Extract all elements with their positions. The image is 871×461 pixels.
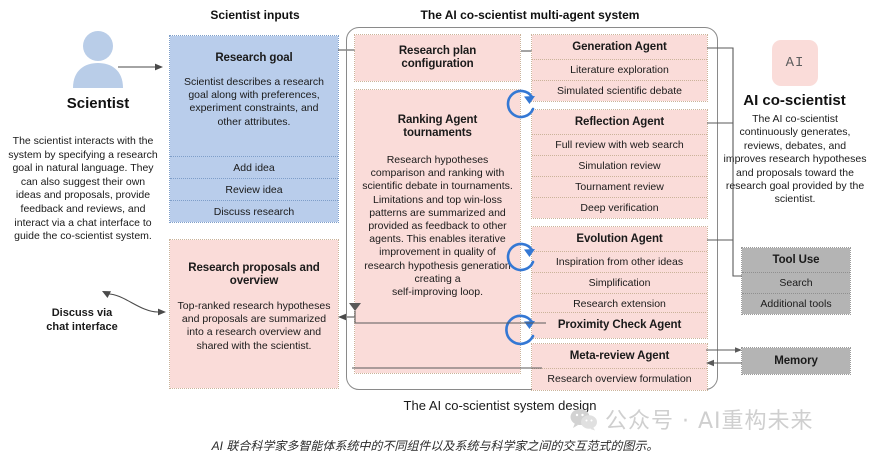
agent-reflection-item-3[interactable]: Deep verification — [532, 197, 707, 218]
research-goal-title: Research goal — [215, 52, 293, 64]
system-title: The AI co-scientist multi-agent system — [420, 8, 640, 22]
system-bottom-rail — [352, 364, 542, 372]
agent-reflection-item-0[interactable]: Full review with web search — [532, 134, 707, 155]
wechat-watermark: 公众号 · AI重构未来 — [570, 403, 814, 435]
agent-meta-review-box[interactable]: Meta-review Agent Research overview form… — [531, 343, 708, 391]
ai-co-scientist-description: The AI co-scientist continuously generat… — [723, 113, 867, 206]
agent-reflection-item-2[interactable]: Tournament review — [532, 176, 707, 197]
ranking-agent-title: Ranking Agent tournaments — [397, 114, 478, 139]
agent-proximity-check-box[interactable]: Proximity Check Agent — [531, 312, 708, 339]
research-proposals-title: Research proposals and overview — [188, 262, 320, 287]
meta-review-feedback-line — [346, 303, 546, 327]
research-goal-action-discuss[interactable]: Discuss research — [170, 200, 338, 222]
loop-arrow-generation-icon — [502, 83, 542, 123]
agent-evolution-item-1[interactable]: Simplification — [532, 272, 707, 293]
design-caption: The AI co-scientist system design — [403, 398, 597, 413]
agent-evolution-title-row: Evolution Agent — [576, 232, 663, 245]
scientist-inputs-title: Scientist inputs — [210, 8, 300, 22]
agents-to-tooluse-connector — [707, 44, 747, 284]
ai-logo-text: AI — [785, 55, 805, 71]
agent-evolution-item-0[interactable]: Inspiration from other ideas — [532, 251, 707, 272]
wechat-icon — [570, 408, 598, 431]
research-goal-action-review[interactable]: Review idea — [170, 178, 338, 200]
memory-box[interactable]: Memory — [741, 347, 851, 375]
agent-evolution-item-2[interactable]: Research extension — [532, 293, 707, 314]
chinese-caption: AI 联合科学家多智能体系统中的不同组件以及系统与科学家之间的交互范式的图示。 — [211, 439, 659, 453]
tool-use-item-search[interactable]: Search — [742, 272, 850, 293]
agent-generation-item-1[interactable]: Simulated scientific debate — [532, 80, 707, 101]
loop-arrow-evolution-icon — [502, 236, 542, 276]
chat-to-proposals-arrow — [100, 288, 170, 324]
research-goal-action-add[interactable]: Add idea — [170, 156, 338, 178]
research-proposals-description: Top-ranked research hypotheses and propo… — [177, 300, 331, 352]
agent-meta-review-title-row: Meta-review Agent — [569, 349, 670, 362]
agent-reflection-item-1[interactable]: Simulation review — [532, 155, 707, 176]
watermark-text: 公众号 · AI重构未来 — [605, 409, 814, 434]
system-to-memory-connector — [706, 344, 746, 370]
research-goal-box[interactable]: Research goal Scientist describes a rese… — [169, 35, 339, 223]
agent-generation-item-0[interactable]: Literature exploration — [532, 59, 707, 80]
ranking-agent-box[interactable]: Ranking Agent tournaments Research hypot… — [354, 89, 521, 374]
ranking-agent-description: Research hypotheses comparison and ranki… — [362, 154, 513, 299]
ai-co-scientist-title: AI co-scientist — [743, 92, 846, 109]
scientist-description: The scientist interacts with the system … — [8, 135, 158, 243]
scientist-label: Scientist — [66, 95, 130, 112]
research-plan-configuration-box[interactable]: Research plan configuration — [354, 34, 521, 82]
research-plan-title: Research plan configuration — [398, 45, 477, 70]
agent-reflection-title-row: Reflection Agent — [574, 115, 665, 128]
ai-logo-badge: AI — [772, 40, 818, 86]
agent-evolution-box[interactable]: Evolution Agent Inspiration from other i… — [531, 226, 708, 315]
tool-use-item-additional[interactable]: Additional tools — [742, 293, 850, 314]
scientist-avatar — [68, 30, 128, 88]
agent-generation-box[interactable]: Generation Agent Literature exploration … — [531, 34, 708, 102]
scientist-to-input-arrow — [118, 60, 164, 74]
agent-reflection-box[interactable]: Reflection Agent Full review with web se… — [531, 109, 708, 219]
discuss-via-chat-label: Discuss via chat interface — [46, 307, 118, 333]
tool-use-box[interactable]: Tool Use Search Additional tools — [741, 247, 851, 315]
agent-meta-review-item-0[interactable]: Research overview formulation — [532, 368, 707, 389]
tool-use-title-row: Tool Use — [772, 253, 820, 266]
agent-generation-title-row: Generation Agent — [572, 40, 667, 53]
research-proposals-box[interactable]: Research proposals and overview Top-rank… — [169, 239, 339, 389]
research-goal-description: Scientist describes a research goal alon… — [183, 76, 325, 128]
